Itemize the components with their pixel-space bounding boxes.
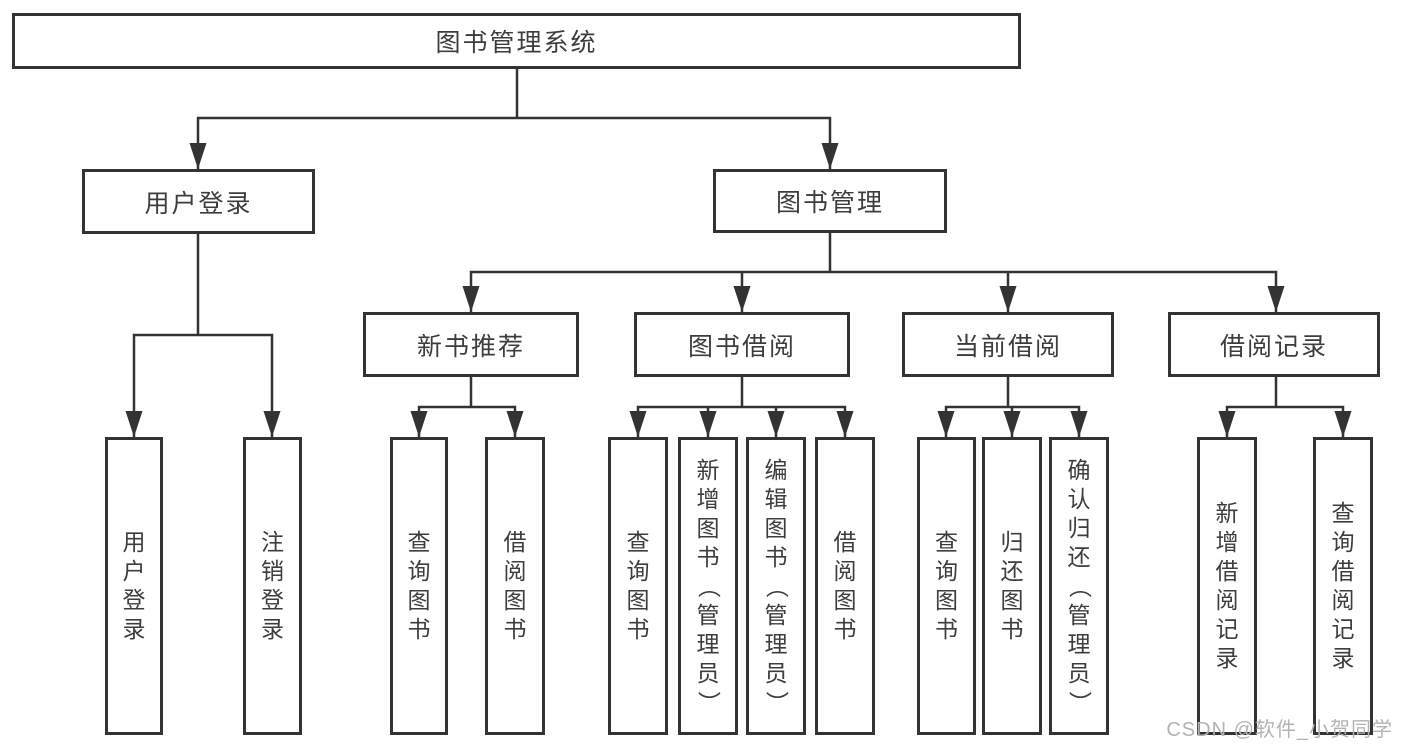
arrowhead-icon: [1218, 411, 1236, 437]
connector-path: [469, 270, 1278, 312]
arrowhead-icon: [1334, 411, 1352, 437]
leaf-query-books-1: 查询图书: [390, 437, 448, 735]
connector-path: [417, 405, 517, 437]
node-borrow-records: 借阅记录: [1168, 312, 1380, 377]
node-new-book-recommend: 新书推荐: [363, 312, 579, 377]
arrowhead-icon: [937, 411, 955, 437]
leaf-return-books: 归还图书: [982, 437, 1042, 735]
leaf-edit-books-admin: 编辑图书（管理员）: [746, 437, 806, 735]
leaf-borrow-books-1: 借阅图书: [485, 437, 545, 735]
leaf-confirm-return-admin: 确认归还（管理员）: [1049, 437, 1109, 735]
connector-path: [196, 116, 832, 169]
leaf-add-books-admin: 新增图书（管理员）: [678, 437, 738, 735]
arrowhead-icon: [263, 411, 281, 437]
node-book-borrow: 图书借阅: [634, 312, 850, 377]
leaf-user-login: 用户登录: [105, 437, 163, 735]
arrowhead-icon: [1003, 411, 1021, 437]
arrowhead-icon: [836, 411, 854, 437]
node-book-management: 图书管理: [713, 169, 947, 233]
arrowhead-icon: [629, 411, 647, 437]
connector-path: [1225, 405, 1345, 437]
arrowhead-icon: [1267, 286, 1285, 312]
node-current-borrow: 当前借阅: [902, 312, 1114, 377]
arrowhead-icon: [699, 411, 717, 437]
leaf-add-borrow-record: 新增借阅记录: [1197, 437, 1257, 735]
arrowhead-icon: [1070, 411, 1088, 437]
node-root-system: 图书管理系统: [12, 13, 1021, 69]
arrowhead-icon: [999, 286, 1017, 312]
leaf-query-books-2: 查询图书: [608, 437, 668, 735]
arrowhead-icon: [767, 411, 785, 437]
arrowhead-icon: [189, 143, 207, 169]
leaf-query-books-3: 查询图书: [917, 437, 976, 735]
arrowhead-icon: [821, 143, 839, 169]
leaf-query-borrow-record: 查询借阅记录: [1313, 437, 1373, 735]
leaf-logout: 注销登录: [243, 437, 302, 735]
arrowhead-icon: [125, 411, 143, 437]
arrowhead-icon: [410, 411, 428, 437]
csdn-watermark: CSDN @软件_小贺同学: [1166, 719, 1393, 741]
connector-path: [636, 405, 847, 437]
arrowhead-icon: [733, 286, 751, 312]
arrowhead-icon: [462, 286, 480, 312]
connector-path: [132, 333, 274, 437]
leaf-borrow-books-2: 借阅图书: [815, 437, 875, 735]
node-user-login: 用户登录: [82, 169, 315, 234]
arrowhead-icon: [506, 411, 524, 437]
